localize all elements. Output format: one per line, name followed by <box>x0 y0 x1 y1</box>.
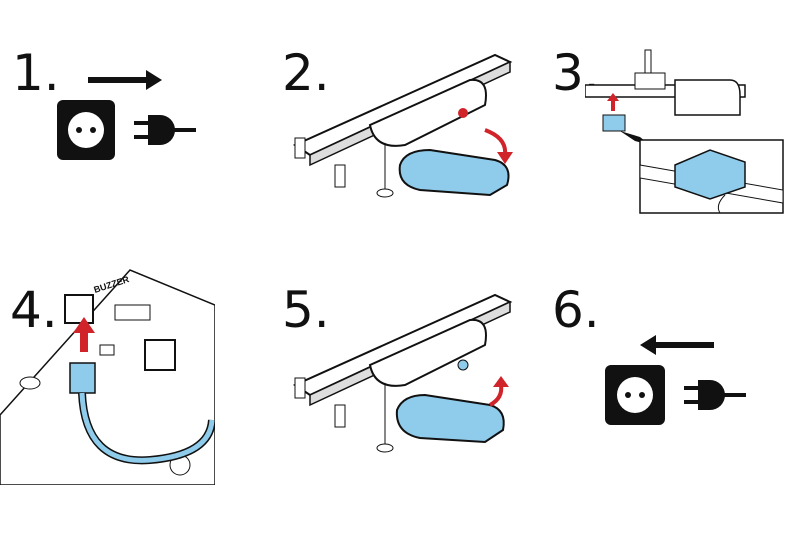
step-2-number: 2. <box>282 44 330 102</box>
socket-icon <box>605 365 665 425</box>
step-3-illustration <box>585 45 790 220</box>
step-1-number: 1. <box>12 44 60 102</box>
step-6-illustration <box>600 330 760 435</box>
step-2-illustration <box>285 50 525 210</box>
arrow-down-icon <box>484 128 508 156</box>
step-1-illustration <box>50 65 210 170</box>
arrow-up-icon <box>488 384 504 407</box>
step-5-illustration <box>285 290 525 455</box>
step-4-illustration: BUZZER <box>0 255 215 485</box>
step-5-number: 5. <box>282 281 330 339</box>
plug-icon <box>684 380 746 410</box>
arrow-right-icon <box>88 70 162 90</box>
arrow-left-icon <box>640 335 714 355</box>
step-6-number: 6. <box>552 281 600 339</box>
plug-icon <box>134 115 196 145</box>
light-cover <box>398 148 510 197</box>
socket-icon <box>57 100 115 160</box>
step-4-number: 4. <box>10 281 58 339</box>
